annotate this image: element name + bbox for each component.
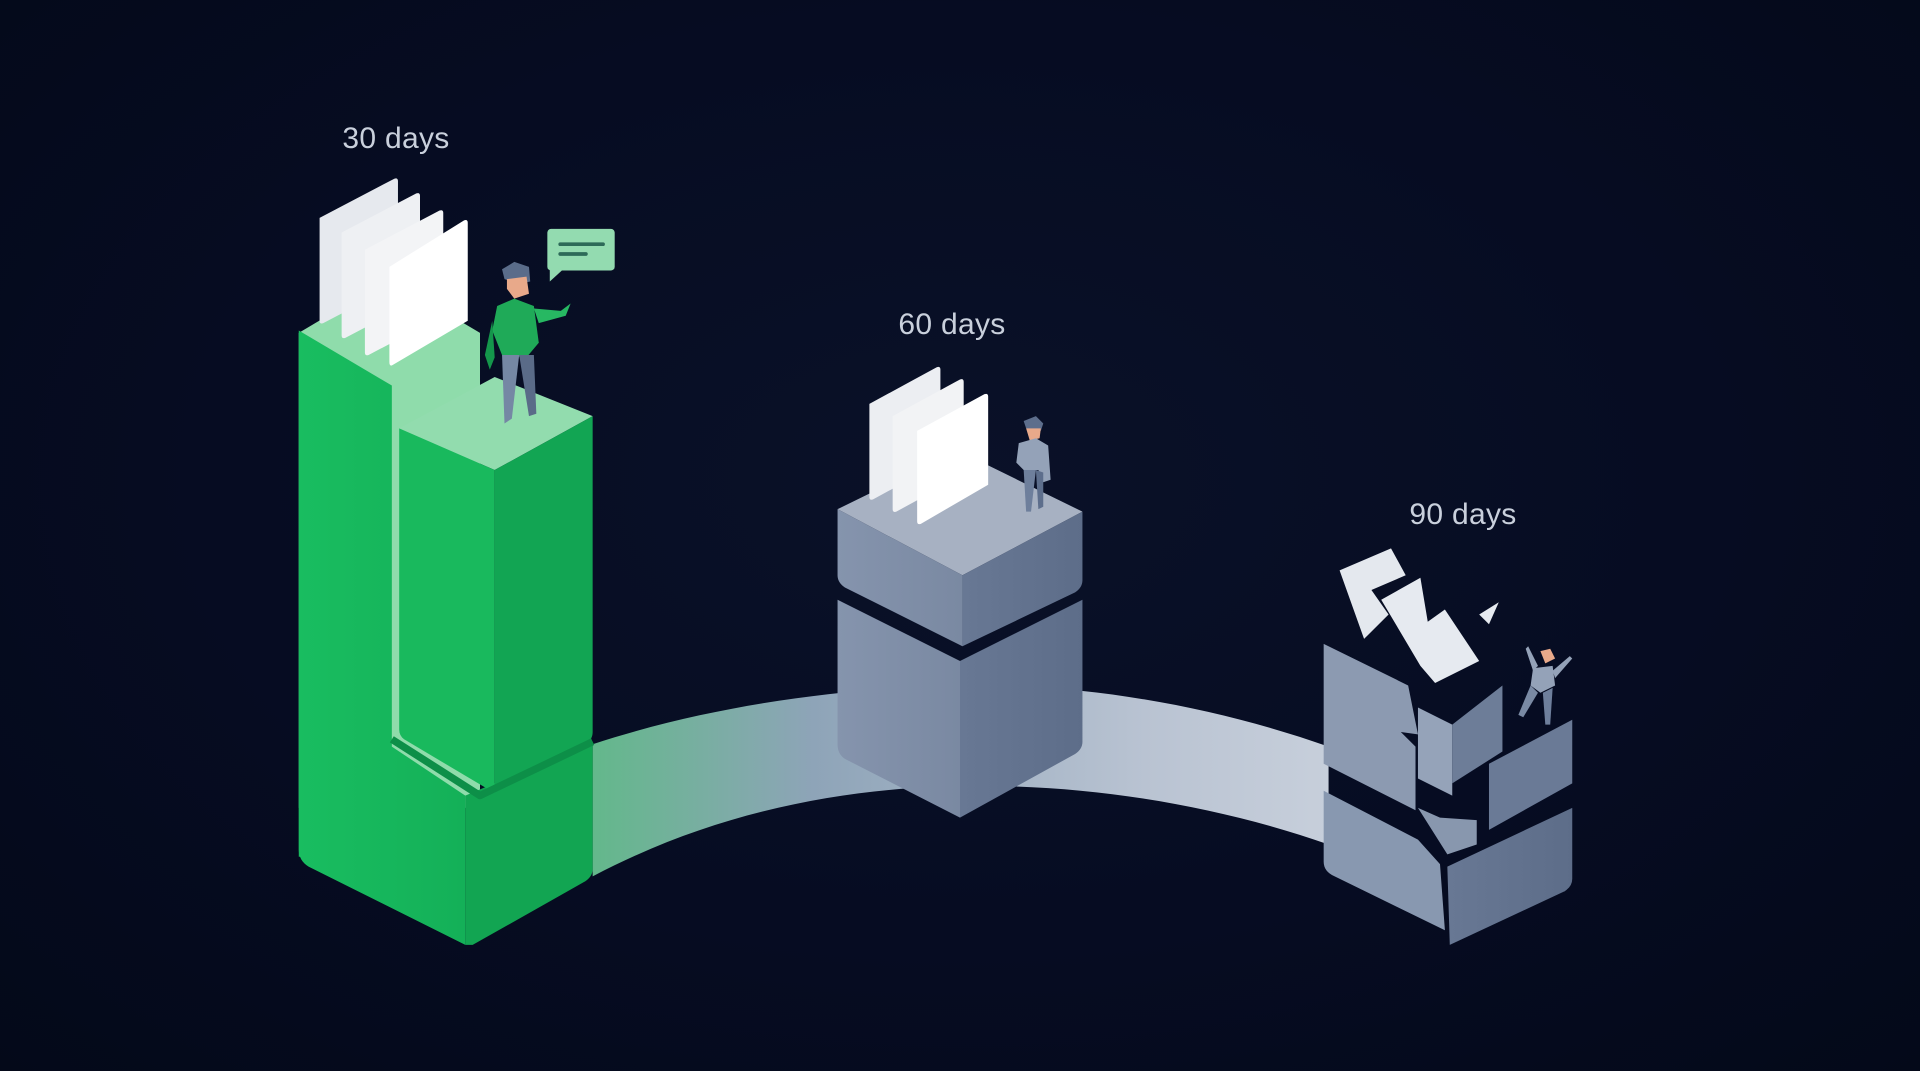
shattered-documents [1339, 548, 1499, 683]
speech-bubble-icon [547, 228, 615, 282]
documents-30-days [319, 178, 468, 366]
person-falling-figure [1518, 646, 1573, 725]
stage-label-90-days: 90 days [1409, 498, 1517, 531]
tower-60-days [837, 366, 1083, 818]
tower-30-days [298, 178, 615, 945]
documents-60-days [869, 366, 989, 525]
stage-label-60-days: 60 days [898, 308, 1006, 341]
tower-90-days-broken [1323, 548, 1573, 945]
stage-label-30-days: 30 days [342, 122, 450, 155]
person-standing-figure [1016, 416, 1051, 512]
person-talking-figure [484, 261, 571, 424]
